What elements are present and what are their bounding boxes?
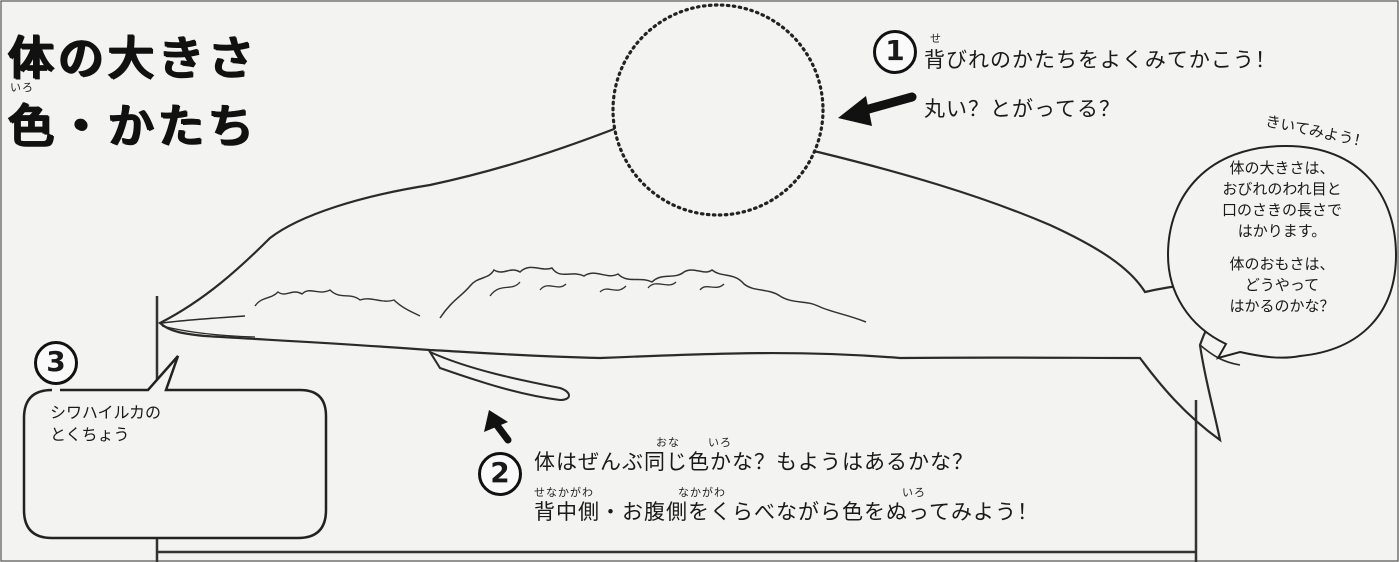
step-2-ruby-nakagawa: なかがわ <box>678 486 726 499</box>
bubble-text: 体の大きさは、 おびれのわれ目と 口のさきの長さで はかります。 体のおもさは、… <box>1176 158 1388 317</box>
arrow-to-fin <box>492 420 512 444</box>
step-3-number: ③3 <box>34 341 78 385</box>
dorsal-fin-circle <box>611 3 825 217</box>
bubble-para-1-line-3: 口のさきの長さで <box>1221 201 1342 219</box>
title-line-1: 体の大きさ <box>8 31 258 85</box>
step-2-ruby-senakagawa: せなかがわ <box>534 486 594 499</box>
whale-body-outline <box>158 124 1243 443</box>
step-2-ruby-iro-2: いろ <box>902 486 926 499</box>
step-2-question-1: 体はぜんぶ同じ色かな？もようはあるかな？ <box>534 450 974 474</box>
title-ruby-iro: いろ <box>10 81 34 94</box>
feature-box-outline <box>22 355 328 540</box>
title-line-2: 色・かたち <box>8 99 258 153</box>
body-pattern-front <box>254 289 421 317</box>
body-pattern-lumps <box>489 281 725 297</box>
step-1-number: ①1 <box>873 30 917 74</box>
feature-label-1: シワハイルカの <box>50 403 162 422</box>
step-2-ruby-iro-1: いろ <box>708 436 732 449</box>
feature-write-area[interactable] <box>40 454 310 530</box>
body-pattern-middle <box>439 266 867 323</box>
bubble-para-2-line-2: どうやって <box>1244 276 1320 294</box>
step-1-question-2: 丸い？とがってる？ <box>924 97 1121 121</box>
step-2-ruby-onaji: おな <box>656 436 680 449</box>
step-2-number: ②2 <box>478 452 522 496</box>
mouth-line <box>161 315 246 324</box>
jaw-line <box>161 325 256 338</box>
step-2-instruction: 背中側・お腹側をくらべながら色をぬってみよう！ <box>534 500 1039 524</box>
arrow-to-fin-head <box>484 410 508 432</box>
step-1-ruby-se: せ <box>930 32 942 45</box>
dorsal-fin-drawing-area[interactable] <box>630 22 806 198</box>
right-speech-bubble-outline <box>1166 144 1398 360</box>
pectoral-fin <box>427 349 570 402</box>
bubble-para-2-line-1: 体のおもさは、 <box>1229 255 1335 273</box>
bubble-para-1-line-4: はかります。 <box>1237 222 1327 240</box>
bubble-para-2-line-3: はかるのかな？ <box>1229 297 1335 315</box>
feature-label-2: とくちょう <box>50 425 130 444</box>
arrow-to-circle-head <box>838 96 872 126</box>
bubble-para-1-line-2: おびれのわれ目と <box>1222 180 1342 198</box>
step-1-question-1: 背びれのかたちをよくみてかこう！ <box>924 48 1277 72</box>
bubble-para-1-line-1: 体の大きさは、 <box>1229 159 1335 177</box>
